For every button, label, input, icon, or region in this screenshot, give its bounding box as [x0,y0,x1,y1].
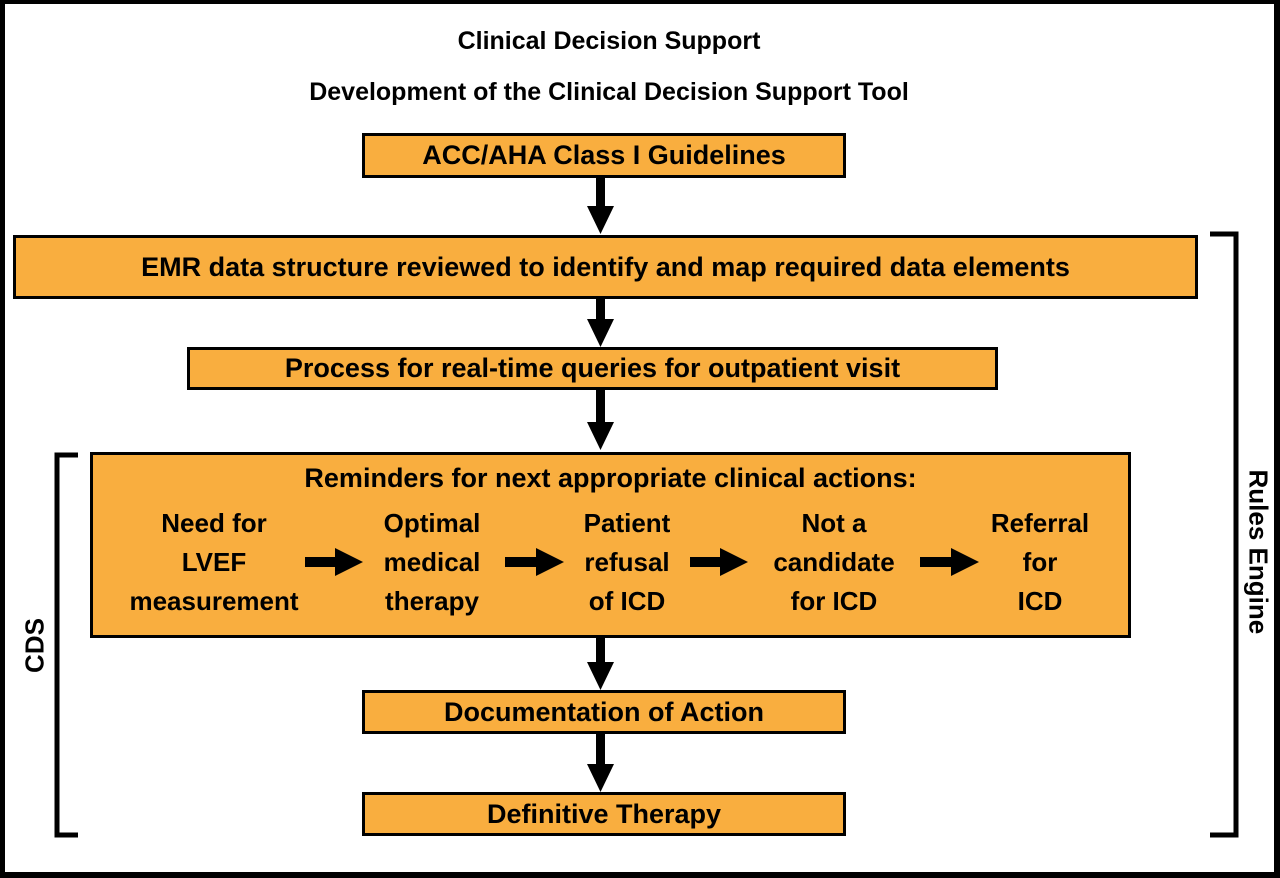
arrow-down-icon [587,178,614,234]
reminder-step-line: of ICD [588,586,666,616]
therapy-box: Definitive Therapy [362,792,846,836]
reminders-heading: Reminders for next appropriate clinical … [304,463,917,493]
arrow-down-icon [587,734,614,792]
reminder-step: Not a candidate for ICD [734,504,934,621]
arrow-right-icon [305,548,363,576]
rules-engine-bracket [1210,231,1239,838]
reminder-step-line: for [1022,547,1058,577]
arrow-down-icon [587,390,614,450]
reminder-step-line: for ICD [790,586,878,616]
reminder-step-line: therapy [385,586,479,616]
guidelines-box: ACC/AHA Class I Guidelines [362,133,846,178]
cds-bracket [54,452,78,838]
diagram-title: Clinical Decision Support [457,27,761,55]
reminder-step-line: Referral [990,508,1090,538]
reminder-step-line: measurement [129,586,299,616]
reminder-step-line: Need for [161,508,267,538]
arrow-right-icon [505,548,564,576]
arrow-down-icon [587,299,614,347]
reminder-step-line: candidate [773,547,895,577]
arrow-right-icon [920,548,979,576]
reminder-step: Optimal medical therapy [332,504,532,621]
cds-label: CDS [19,618,50,673]
reminders-box: Reminders for next appropriate clinical … [90,452,1131,638]
reminder-step-line: Not a [801,508,867,538]
rules-engine-label: Rules Engine [1243,469,1274,635]
process-box: Process for real-time queries for outpat… [187,347,998,390]
diagram-subtitle: Development of the Clinical Decision Sup… [309,78,909,106]
reminder-step-line: medical [383,547,481,577]
arrow-down-icon [587,638,614,690]
reminder-step-line: Patient [583,508,671,538]
reminder-step-line: refusal [584,547,670,577]
reminder-step: Patient refusal of ICD [527,504,727,621]
reminder-step-line: LVEF [181,547,247,577]
documentation-box: Documentation of Action [362,690,846,734]
reminder-step-line: Optimal [383,508,481,538]
emr-box: EMR data structure reviewed to identify … [13,235,1198,299]
reminder-step-line: ICD [1017,586,1063,616]
arrow-right-icon [690,548,748,576]
